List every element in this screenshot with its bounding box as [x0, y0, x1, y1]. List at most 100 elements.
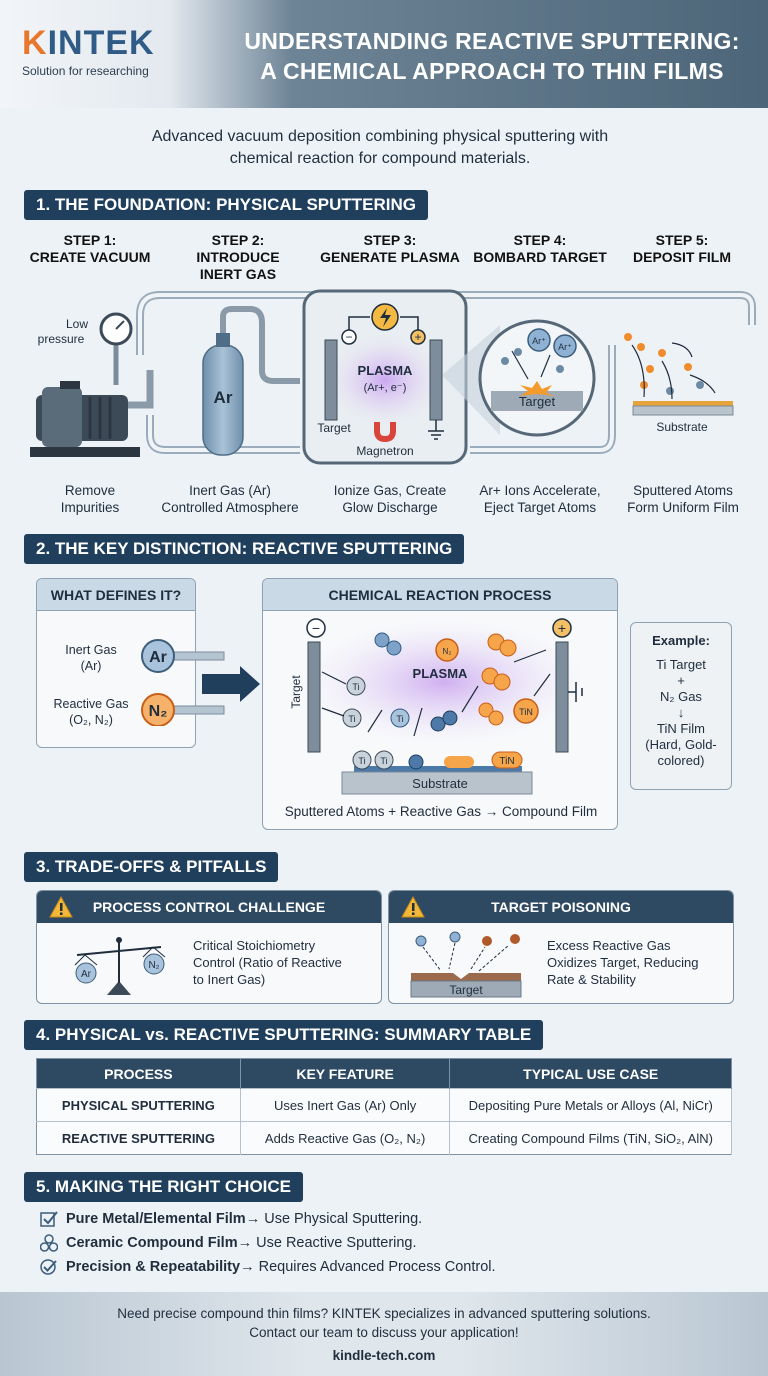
- table-cell: PHYSICAL SPUTTERING: [36, 1088, 241, 1122]
- intro-text: Advanced vacuum deposition combining phy…: [151, 128, 609, 167]
- table-cell: Uses Inert Gas (Ar) Only: [240, 1088, 451, 1122]
- brand-name: KINTEK: [22, 24, 155, 62]
- footer: Need precise compound thin films? KINTEK…: [0, 1292, 768, 1376]
- step4-description: Ar+ Ions Accelerate,Eject Target Atoms: [479, 483, 601, 515]
- table-cell: Adds Reactive Gas (O₂, N₂): [240, 1121, 451, 1155]
- target-poisoning-card: TARGET POISONING Target Excess Reactive …: [388, 890, 734, 1004]
- reactive-gas-label: Reactive Gas(O₂, N₂): [53, 697, 129, 727]
- section1-title: 1. THE FOUNDATION: PHYSICAL SPUTTERING: [24, 190, 429, 220]
- step4-heading: STEP 4:BOMBARD TARGET: [473, 232, 607, 265]
- molecule-cluster-icon: [40, 1234, 60, 1252]
- example-text: Example: Ti Target + N₂ Gas ↓ TiN Film (…: [645, 633, 717, 768]
- checkbox-icon: [40, 1210, 60, 1228]
- warning-icon: [49, 896, 73, 918]
- table-header: TYPICAL USE CASE: [449, 1058, 732, 1089]
- svg-text:Ar⁺: Ar⁺: [558, 342, 572, 352]
- svg-text:−: −: [345, 330, 352, 344]
- svg-text:Ti: Ti: [352, 682, 359, 692]
- reaction-diagram: − + PLASMA Target N₂ Ti Ti Ti TiN Substr…: [289, 618, 584, 795]
- svg-text:−: −: [312, 620, 320, 636]
- argon-ion: [527, 328, 551, 352]
- table-row: REACTIVE SPUTTERING Adds Reactive Gas (O…: [36, 1121, 732, 1155]
- reaction-equation: Sputtered Atoms + Reactive Gas → Compoun…: [284, 804, 598, 819]
- svg-text:Magnetron: Magnetron: [356, 444, 413, 458]
- plasma-glow: [327, 334, 443, 426]
- flow-arrow-icon: [202, 666, 260, 702]
- svg-text:+: +: [414, 330, 421, 344]
- sputtering-system-diagram: Ar − + PLASMA (Ar+, e⁻) Target Magnetron…: [30, 289, 756, 465]
- choice-item: Precision & Repeatability → Requires Adv…: [40, 1258, 496, 1276]
- minus-icon: [306, 618, 326, 638]
- header: KINTEK Solution for researching UNDERSTA…: [0, 0, 768, 108]
- svg-text:+: +: [558, 620, 566, 636]
- inert-gas-label: Inert Gas(Ar): [65, 643, 117, 673]
- low-pressure-label: Low: [65, 317, 88, 331]
- argon-icon: [141, 639, 175, 673]
- svg-text:N₂: N₂: [148, 960, 159, 971]
- brand-logo[interactable]: KINTEK Solution for researching: [22, 26, 155, 78]
- step3-heading: STEP 3:GENERATE PLASMA: [320, 232, 460, 265]
- impact-spark-icon: [520, 381, 556, 396]
- section2-title: 2. THE KEY DISTINCTION: REACTIVE SPUTTER…: [24, 534, 465, 564]
- table-header: PROCESS: [36, 1058, 241, 1089]
- table-header-row: PROCESS KEY FEATURE TYPICAL USE CASE: [36, 1058, 732, 1089]
- table-cell: Depositing Pure Metals or Alloys (Al, Ni…: [449, 1088, 732, 1122]
- svg-text:Ar⁺: Ar⁺: [532, 336, 546, 346]
- svg-text:Target: Target: [519, 394, 556, 409]
- target-electrode: [324, 339, 338, 421]
- page-title: UNDERSTANDING REACTIVE SPUTTERING: A CHE…: [244, 28, 740, 84]
- low-pressure-label-2: pressure: [37, 332, 85, 346]
- svg-text:Ar: Ar: [81, 969, 92, 980]
- process-control-card: PROCESS CONTROL CHALLENGE Ar N₂ Critical…: [36, 890, 382, 1004]
- svg-text:Ti: Ti: [380, 756, 387, 766]
- nitrogen-icon: [141, 693, 175, 726]
- example-box: [630, 622, 732, 790]
- defines-heading: WHAT DEFINES IT?: [37, 579, 195, 611]
- section4-title: 4. PHYSICAL vs. REACTIVE SPUTTERING: SUM…: [24, 1020, 544, 1050]
- footer-text: Need precise compound thin films? KINTEK…: [117, 1306, 651, 1321]
- pressure-gauge-icon: [99, 312, 133, 385]
- anode-electrode: [429, 339, 443, 421]
- plus-icon: [552, 618, 572, 638]
- balance-scale-icon: Ar N₂: [74, 937, 166, 995]
- choice-item: Pure Metal/Elemental Film → Use Physical…: [40, 1210, 422, 1228]
- svg-text:N₂: N₂: [443, 647, 452, 656]
- footer-cta: Contact our team to discuss your applica…: [249, 1325, 519, 1340]
- process-control-heading: PROCESS CONTROL CHALLENGE: [37, 891, 381, 923]
- svg-text:TiN: TiN: [519, 707, 533, 717]
- svg-text:Target: Target: [449, 983, 483, 997]
- svg-text:(Ar+, e⁻): (Ar+, e⁻): [364, 382, 407, 394]
- warning-icon: [401, 896, 425, 918]
- argon-cylinder-icon: Ar: [202, 306, 300, 456]
- step5-heading: STEP 5:DEPOSIT FILM: [633, 232, 731, 265]
- svg-text:Ar: Ar: [214, 388, 233, 407]
- step2-description: Inert Gas (Ar)Controlled Atmosphere: [161, 483, 299, 515]
- svg-text:Ti: Ti: [396, 714, 403, 724]
- table-cell: REACTIVE SPUTTERING: [36, 1121, 241, 1155]
- svg-text:Target: Target: [317, 421, 351, 435]
- table-row: PHYSICAL SPUTTERING Uses Inert Gas (Ar) …: [36, 1088, 732, 1122]
- magnet-icon: [374, 417, 396, 443]
- brand-tagline: Solution for researching: [22, 64, 149, 78]
- svg-text:Ar: Ar: [149, 649, 167, 666]
- summary-table: PROCESS KEY FEATURE TYPICAL USE CASE PHY…: [36, 1058, 732, 1155]
- poisoned-target-icon: Target: [410, 931, 522, 998]
- svg-text:Ti: Ti: [348, 714, 355, 724]
- svg-text:Substrate: Substrate: [412, 776, 468, 791]
- svg-text:N₂: N₂: [149, 703, 168, 720]
- svg-text:Target: Target: [289, 675, 303, 709]
- step1-heading: STEP 1:CREATE VACUUM: [29, 232, 151, 265]
- svg-text:PLASMA: PLASMA: [358, 363, 414, 378]
- ground-icon: [428, 420, 444, 440]
- footer-website-link[interactable]: kindle-tech.com: [332, 1348, 436, 1363]
- argon-ion: [553, 334, 577, 358]
- svg-text:Substrate: Substrate: [656, 420, 708, 434]
- choice-item: Ceramic Compound Film → Use Reactive Spu…: [40, 1234, 417, 1252]
- table-cell: Creating Compound Films (TiN, SiO₂, AlN): [449, 1121, 732, 1155]
